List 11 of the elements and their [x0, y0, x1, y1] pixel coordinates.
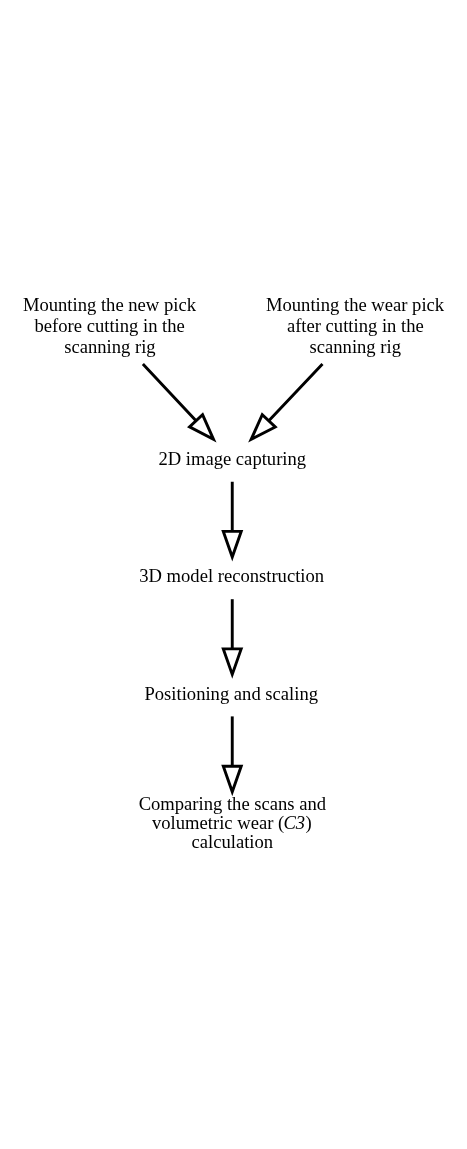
- node-text: 2D image capturing: [157, 447, 306, 469]
- node-text: Mounting the new pick before cutting in the scanning rig: [22, 294, 196, 358]
- node-text: Positioning and scaling: [143, 682, 318, 704]
- node-text: 3D model reconstruction: [138, 565, 324, 587]
- arrow: [141, 363, 217, 443]
- arrow: [220, 481, 243, 562]
- node-text: Mounting the wear pick after cutting in the scanning rig: [265, 294, 444, 358]
- arrow: [247, 363, 324, 443]
- arrow: [220, 599, 243, 679]
- arrow: [220, 716, 243, 797]
- node-text: Comparing the scans and volumetric wear (C3) calculation: [138, 793, 326, 852]
